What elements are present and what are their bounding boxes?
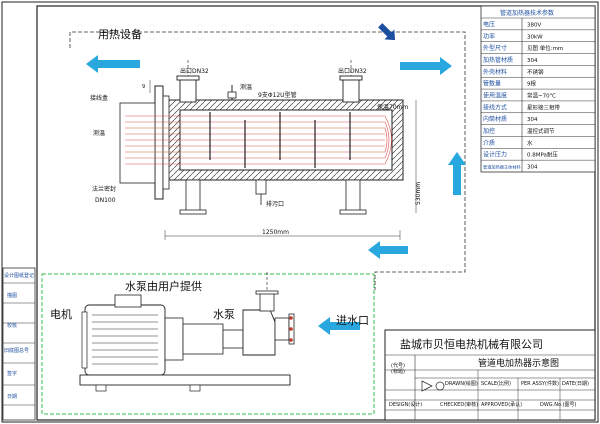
spec-row-key: 设计压力 — [483, 151, 507, 159]
label-dn100: DN100 — [95, 197, 116, 204]
spec-row-key: 加控 — [483, 127, 495, 135]
spec-row-value: 星形接三相带 — [527, 103, 561, 111]
heating-tubes — [125, 115, 392, 165]
spec-row-value: 常温~70℃ — [527, 92, 556, 100]
dim-length: 1250mm — [262, 229, 289, 236]
spec-row-key: 介质 — [483, 139, 495, 147]
spec-row-value: 水 — [527, 139, 533, 147]
label-drain: 排污口 — [266, 200, 284, 208]
flow-arrow-corner — [378, 23, 396, 41]
drawing-border-inner — [36, 5, 596, 421]
spec-row-key: 外壳材料 — [483, 68, 507, 76]
label-pump-by-user: 水泵由用户提供 — [125, 279, 202, 293]
marks: (代号) — [391, 362, 405, 369]
spec-row-value: 9根 — [527, 80, 536, 88]
company-name: 盐城市贝恒电热机械有限公司 — [400, 337, 543, 351]
flow-loop-line — [69, 31, 466, 290]
label-insulation: 保温70mm — [377, 103, 408, 111]
label-temp-measure: 测温 — [240, 83, 252, 91]
spec-row-key: 电压 — [483, 20, 495, 28]
checked-label: CHECKED(审核) — [440, 401, 478, 408]
label-motor: 电机 — [50, 307, 72, 321]
dwg-no-label: DWG.No.(图号) — [540, 402, 577, 408]
spec-row-key: 管数量 — [483, 80, 501, 88]
flow-arrow-out — [86, 55, 140, 73]
spec-row-value: 30kW — [527, 34, 543, 40]
projection-symbol-icon — [421, 380, 445, 392]
dim-top: 9 — [142, 84, 145, 90]
svg-text:(标题): (标题) — [391, 368, 405, 375]
flow-arrow-up — [448, 152, 466, 195]
side-label-1: 描图 — [7, 292, 17, 299]
label-pump: 水泵 — [213, 308, 235, 321]
label-water-inlet: 进水口 — [336, 314, 369, 327]
side-register: 设计图纸登记 描图 校核 旧底图总号 签字 日期 — [2, 267, 36, 421]
spec-row-value: 304 — [527, 58, 538, 64]
pump-area: 水泵由用户提供 电机 水泵 进水口 — [41, 272, 375, 415]
label-outlet: 出口DN32 — [180, 67, 209, 75]
spec-table-title: 管道加热器技术参数 — [500, 9, 554, 17]
spec-table: 管道加热器技术参数 电压 380V 功率 30kW 外型尺寸 见图 单位:mm 加热管材质 3… — [480, 5, 596, 173]
side-label-2: 校核 — [7, 322, 17, 329]
design-label: DESIGN(设计) — [389, 401, 422, 408]
title-block: 盐城市贝恒电热机械有限公司 管道电加热器示意图 (代号) (标题) DRAWN(… — [384, 329, 596, 421]
drawn-label: DRAWN(绘图) — [445, 380, 478, 387]
label-junction-box: 接线盒 — [90, 94, 108, 102]
drawing-title: 管道电加热器示意图 — [478, 357, 559, 369]
spec-row-value: 温控式调节 — [527, 127, 555, 135]
spec-row-key: 功率 — [483, 32, 495, 40]
spec-row-value: 0.8MPa耐压 — [527, 151, 558, 159]
spec-row-value: 380V — [527, 22, 541, 28]
label-flange-seal: 法兰密封 — [92, 185, 116, 193]
label-temp-sensor: 测温 — [93, 129, 105, 137]
per-assy-label: PER ASSY(件数) — [521, 380, 559, 387]
heat-equipment-label: 用热设备 — [98, 27, 142, 41]
spec-row-value: 不锈钢 — [527, 68, 544, 76]
heater-vessel — [119, 60, 404, 215]
spec-row-value: 见图 单位:mm — [527, 44, 563, 52]
flow-arrow-top-right — [400, 57, 452, 75]
dim-height: 530mm — [415, 182, 422, 205]
flow-arrow-inlet — [318, 317, 360, 335]
spec-row-key: 使用温度 — [483, 92, 507, 100]
spec-row-key: 接线方式 — [483, 103, 507, 111]
spec-row-key: 外型尺寸 — [483, 44, 507, 52]
date-label: DATE(日期) — [562, 381, 589, 387]
spec-row-key: 管道加热器主体材料 — [483, 164, 522, 171]
scale-label: SCALE(比例) — [481, 380, 511, 387]
spec-row-key: 加热管材质 — [483, 56, 513, 64]
approved-label: APPROVED(承认) — [481, 401, 522, 408]
spec-row-value: 304 — [527, 165, 538, 171]
side-label-0: 设计图纸登记 — [4, 272, 34, 279]
side-label-4: 签字 — [7, 370, 17, 377]
spec-row-value: 304 — [527, 117, 538, 123]
flow-arrow-left-mid — [368, 241, 408, 259]
side-label-3: 旧底图总号 — [4, 347, 29, 354]
spec-row-key: 内筒材质 — [483, 115, 507, 123]
label-tube-pipe: 9支Φ12U型管 — [258, 91, 297, 99]
label-inlet-top: 出口DN32 — [338, 67, 367, 75]
side-label-5: 日期 — [7, 394, 17, 400]
